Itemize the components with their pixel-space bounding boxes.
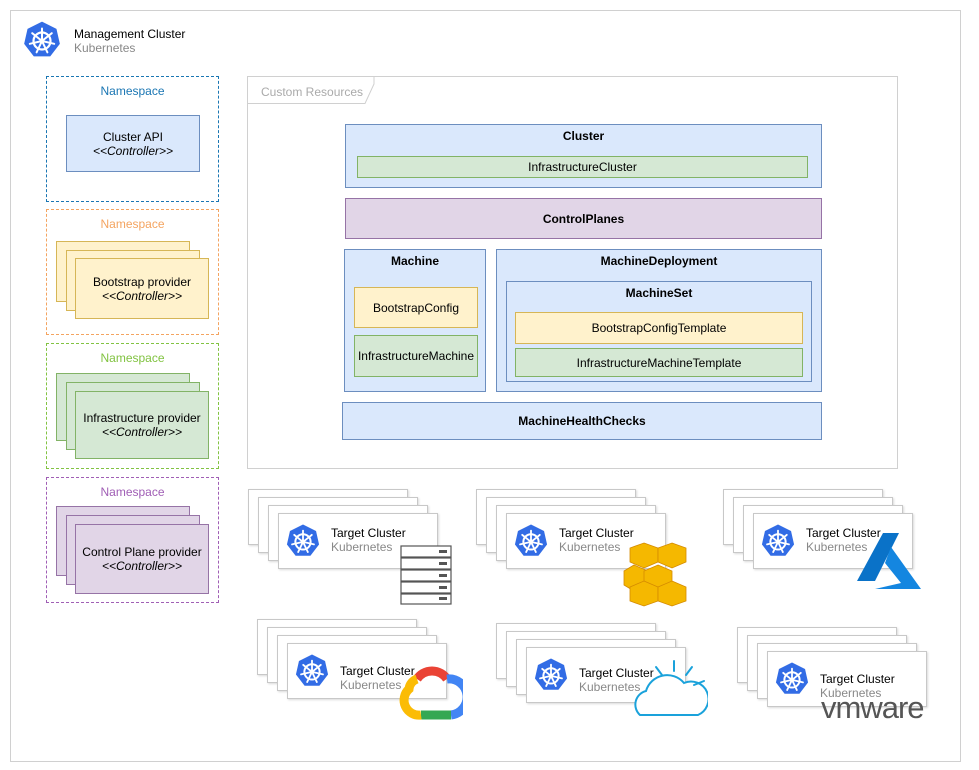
infrastructure-cluster-resource: InfrastructureCluster [357, 156, 808, 178]
cluster-api-controller: Cluster API <<Controller>> [66, 115, 200, 172]
target-cluster-group-5: Target Cluster Kubernetes [496, 623, 716, 733]
namespace-label: Namespace [100, 351, 165, 365]
machine-health-checks-label: MachineHealthChecks [518, 414, 646, 428]
controller-name: Control Plane provider [82, 545, 202, 559]
machine-set-title: MachineSet [625, 286, 693, 300]
controller-name: Infrastructure provider [83, 411, 201, 425]
vmware-logo: vmware [821, 690, 925, 725]
target-cluster-title: Target Cluster [579, 666, 654, 680]
cluster-title: Cluster [562, 129, 605, 143]
management-cluster-title: Management Cluster [74, 27, 186, 41]
controller-role: <<Controller>> [101, 559, 183, 573]
target-cluster-title: Target Cluster [820, 672, 895, 686]
ibm-cloud-icon [634, 660, 708, 716]
target-cluster-subtitle: Kubernetes [331, 540, 393, 554]
machine-deployment-title: MachineDeployment [600, 254, 718, 268]
kubernetes-icon [760, 523, 796, 559]
namespace-label: Namespace [100, 485, 165, 499]
bootstrap-config-template-label: BootstrapConfigTemplate [591, 321, 727, 335]
kubernetes-icon [533, 657, 569, 693]
aws-icon [623, 542, 687, 607]
target-cluster-title: Target Cluster [559, 526, 634, 540]
controller-role: <<Controller>> [92, 143, 174, 158]
infrastructure-cluster-label: InfrastructureCluster [528, 160, 637, 174]
control-planes-resource: ControlPlanes [345, 198, 822, 239]
kubernetes-icon [513, 523, 549, 559]
target-cluster-group-1: Target Cluster Kubernetes [248, 489, 452, 609]
namespace-label: Namespace [100, 217, 165, 231]
infrastructure-machine-label: InfrastructureMachine [357, 349, 475, 363]
infrastructure-machine-template-resource: InfrastructureMachineTemplate [515, 348, 803, 377]
custom-resources-label: Custom Resources [261, 85, 364, 99]
control-planes-label: ControlPlanes [542, 211, 625, 226]
target-cluster-subtitle: Kubernetes [579, 680, 641, 694]
bootstrap-config-resource: BootstrapConfig [354, 287, 478, 328]
target-cluster-title: Target Cluster [340, 664, 415, 678]
bootstrap-config-template-resource: BootstrapConfigTemplate [515, 312, 803, 344]
machine-health-checks-resource: MachineHealthChecks [342, 402, 822, 440]
infrastructure-provider-controller: Infrastructure provider <<Controller>> [75, 391, 209, 459]
controller-role: <<Controller>> [101, 288, 183, 303]
kubernetes-icon [774, 661, 810, 697]
namespace-label: Namespace [100, 84, 165, 98]
server-rack-icon [400, 545, 452, 605]
kubernetes-icon [22, 20, 62, 60]
target-cluster-group-3: Target Cluster Kubernetes [723, 489, 933, 609]
target-cluster-group-4: Target Cluster Kubernetes [257, 619, 467, 729]
bootstrap-provider-controller: Bootstrap provider <<Controller>> [75, 258, 209, 319]
infrastructure-machine-resource: InfrastructureMachine [354, 335, 478, 377]
custom-resources-tab [247, 76, 375, 104]
target-cluster-title: Target Cluster [331, 526, 406, 540]
azure-icon [857, 533, 921, 589]
target-cluster-card: Target Cluster Kubernetes [506, 513, 666, 569]
target-cluster-group-6: Target Cluster Kubernetes vmware [737, 627, 967, 737]
target-cluster-group-2: Target Cluster Kubernetes [476, 489, 706, 609]
management-cluster-subtitle: Kubernetes [74, 41, 136, 55]
target-cluster-card: Target Cluster Kubernetes [767, 651, 927, 707]
machine-title: Machine [390, 254, 439, 268]
target-cluster-subtitle: Kubernetes [559, 540, 621, 554]
controller-role: <<Controller>> [101, 425, 183, 439]
infrastructure-machine-template-label: InfrastructureMachineTemplate [576, 355, 742, 370]
bootstrap-config-label: BootstrapConfig [372, 300, 460, 315]
kubernetes-icon [294, 653, 330, 689]
target-cluster-subtitle: Kubernetes [806, 540, 868, 554]
controller-name: Cluster API [102, 129, 164, 144]
target-cluster-title: Target Cluster [806, 526, 881, 540]
target-cluster-subtitle: Kubernetes [340, 678, 402, 692]
google-cloud-icon [399, 666, 463, 720]
control-plane-provider-controller: Control Plane provider <<Controller>> [75, 524, 209, 594]
target-cluster-subtitle: Kubernetes [820, 686, 882, 700]
controller-name: Bootstrap provider [92, 274, 192, 289]
kubernetes-icon [285, 523, 321, 559]
